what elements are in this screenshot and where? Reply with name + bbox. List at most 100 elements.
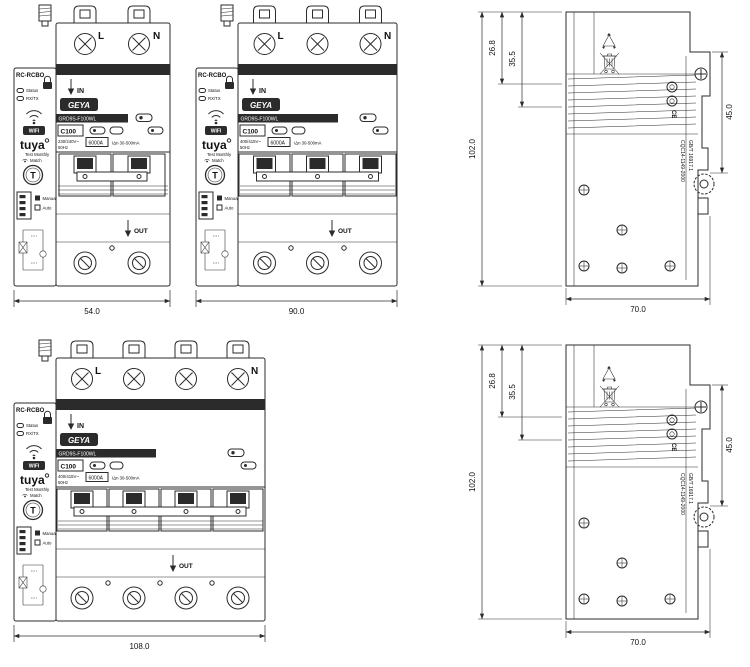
no-trash-icon <box>599 52 620 75</box>
in-flow-arrow: IN <box>67 414 84 430</box>
case-screws <box>578 184 676 274</box>
connector-block <box>16 526 32 555</box>
antenna-terminal <box>38 4 52 27</box>
output-terminal-screws <box>253 245 382 275</box>
brand-logo: GEYA <box>60 433 98 446</box>
svg-text:26.8: 26.8 <box>488 40 497 56</box>
wifi-badge: WIFI <box>205 126 227 135</box>
curve-rating-row: C100 <box>57 459 257 472</box>
din-clip <box>697 530 709 548</box>
width-dimension-side: 70.0 <box>565 216 711 314</box>
electrical-specs: 400/415V~ 50Hz 6000A IΔn 30-500mA <box>240 137 322 150</box>
svg-text:OUT: OUT <box>338 228 352 235</box>
manual-auto-selector: Manual Auto <box>216 195 239 211</box>
in-flow-arrow: IN <box>67 79 84 95</box>
side-profile <box>565 11 711 287</box>
test-monthly-label: Test Monthly Match <box>22 487 50 498</box>
svg-text:RX/TX: RX/TX <box>208 96 221 101</box>
comm-led: RX/TX <box>198 96 221 101</box>
svg-text:Test Monthly: Test Monthly <box>25 487 50 492</box>
neutral-terminal-label: N <box>251 366 258 377</box>
module-title: RC-RCBO <box>16 73 45 79</box>
terminal-screw-side <box>694 400 708 414</box>
tie-bar-rivet <box>131 509 137 514</box>
tuya-logo: tuya <box>20 473 50 487</box>
svg-text:C100: C100 <box>61 129 77 136</box>
antenna-terminal <box>220 4 234 27</box>
svg-text:90.0: 90.0 <box>289 307 305 316</box>
adjustment-wheel <box>693 173 715 195</box>
side-view-top: CE CQC14-1149-2000 GB/T 16917.1 102.0 26… <box>468 11 734 314</box>
svg-text:GEYA: GEYA <box>68 101 90 110</box>
curve-rating-row: C100 <box>239 124 389 137</box>
top-band <box>238 64 397 75</box>
svg-text:Match: Match <box>212 158 224 163</box>
svg-text:IΔn 30-500mA: IΔn 30-500mA <box>112 141 140 146</box>
wiring-diagram <box>18 229 47 271</box>
output-terminal-screws <box>70 580 250 610</box>
svg-text:400/415V~: 400/415V~ <box>240 139 261 144</box>
control-module-body <box>13 67 57 287</box>
svg-text:IN: IN <box>259 88 266 95</box>
wifi-icon <box>208 110 224 125</box>
svg-text:Test Monthly: Test Monthly <box>207 152 232 157</box>
case-screws <box>578 517 676 607</box>
svg-text:45.0: 45.0 <box>725 104 734 120</box>
breaker-4pole-front-view: L N IN GEYA GRD9S-F100WL C100 400/415V~ <box>13 339 266 651</box>
din-clip <box>697 197 709 215</box>
indicator-switch-icon <box>135 113 153 122</box>
brand-logo: GEYA <box>242 98 280 111</box>
svg-text:IΔn 30-500mA: IΔn 30-500mA <box>112 476 140 481</box>
vent-ridges <box>58 185 168 195</box>
neutral-terminal-label: N <box>153 31 160 42</box>
svg-text:102.0: 102.0 <box>468 138 477 159</box>
din-mount-tab <box>253 5 382 23</box>
input-terminal-screws <box>74 33 150 55</box>
connector-block <box>16 191 32 220</box>
svg-text:WIFI: WIFI <box>29 464 40 470</box>
mid-depth-dimension: 35.5 <box>508 11 562 108</box>
cooling-fins <box>567 74 697 129</box>
svg-text:35.5: 35.5 <box>508 384 517 400</box>
wifi-icon <box>26 110 42 125</box>
svg-text:WIFI: WIFI <box>211 129 222 135</box>
indicator-switch-icon <box>359 113 377 122</box>
svg-text:RX/TX: RX/TX <box>26 96 39 101</box>
svg-text:RX/TX: RX/TX <box>26 431 39 436</box>
in-flow-arrow: IN <box>249 79 266 95</box>
cert-number-1: CQC14-1149-2000 <box>679 140 685 182</box>
svg-text:GEYA: GEYA <box>250 101 272 110</box>
svg-text:WIFI: WIFI <box>29 129 40 135</box>
top-band <box>56 399 265 410</box>
manual-auto-selector: Manual Auto <box>34 530 57 546</box>
top-depth-dimension: 26.8 <box>488 344 562 418</box>
svg-text:6000A: 6000A <box>271 141 286 147</box>
handle-tie-bar <box>73 506 247 517</box>
svg-text:Auto: Auto <box>43 206 52 211</box>
ce-mark: CE <box>670 443 676 451</box>
tuya-logo: tuya <box>20 138 50 152</box>
svg-text:Status: Status <box>26 423 38 428</box>
svg-text:tuya: tuya <box>20 138 45 152</box>
electrical-specs: 400/415V~ 50Hz 6000A IΔn 30-500mA <box>58 472 140 485</box>
svg-text:T: T <box>212 171 218 181</box>
manual-auto-selector: Manual Auto <box>34 195 57 211</box>
svg-text:6000A: 6000A <box>89 476 104 482</box>
control-module-body <box>13 402 57 622</box>
control-module-body <box>195 67 239 287</box>
din-mount-tab <box>70 340 250 358</box>
width-dimension: 54.0 <box>13 290 171 316</box>
vent-ridges <box>58 520 263 530</box>
svg-text:T: T <box>30 506 36 516</box>
brand-logo: GEYA <box>60 98 98 111</box>
out-flow-arrow: OUT <box>328 220 352 237</box>
svg-text:Auto: Auto <box>43 541 52 546</box>
svg-text:Manual: Manual <box>43 196 57 201</box>
cooling-fins <box>567 407 697 462</box>
model-strip: GRD9S-F100WL <box>56 449 156 458</box>
no-trash-icon <box>599 385 620 408</box>
top-band <box>56 64 170 75</box>
comm-led: RX/TX <box>16 431 39 436</box>
cert-number-2: GB/T 16917.1 <box>687 140 693 171</box>
